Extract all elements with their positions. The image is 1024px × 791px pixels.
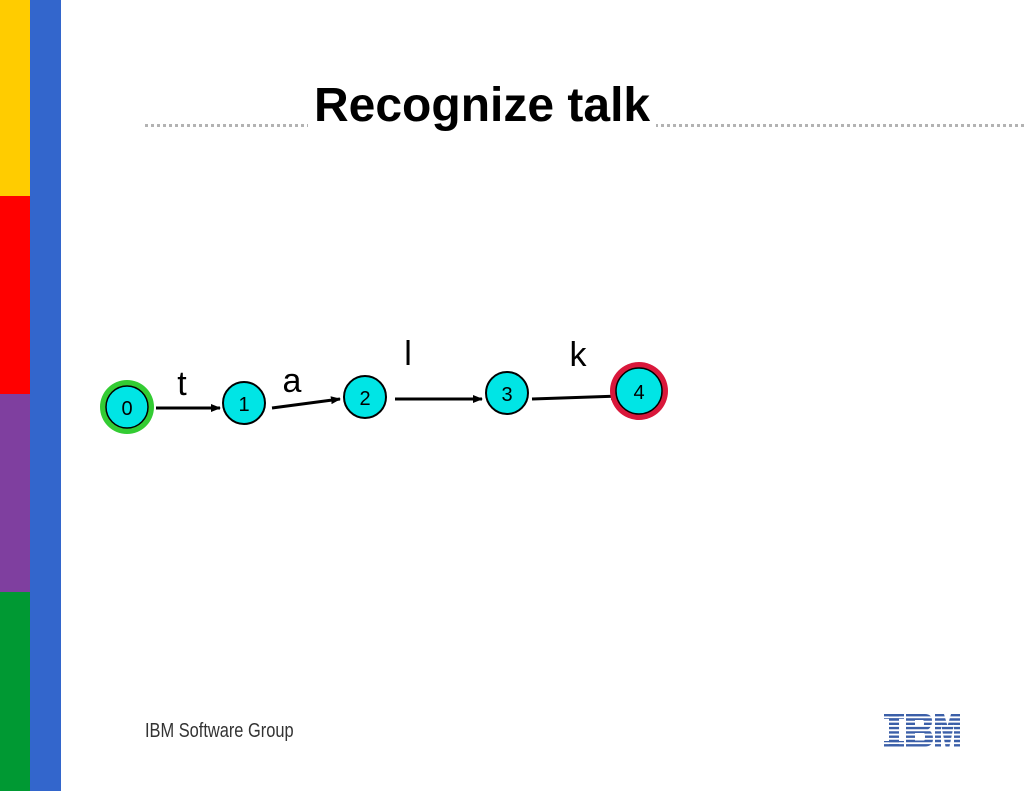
edge-3-4 bbox=[531, 392, 621, 401]
edge-label-l: l bbox=[404, 335, 412, 373]
node-label: 1 bbox=[238, 394, 249, 416]
node-label: 4 bbox=[633, 382, 644, 404]
node-0-start: 0 bbox=[100, 380, 154, 434]
stripe-purple bbox=[0, 394, 30, 592]
node-label: 2 bbox=[359, 388, 370, 410]
stripe-green bbox=[0, 592, 30, 791]
node-4-final: 4 bbox=[610, 362, 668, 420]
edge-label-t: t bbox=[177, 365, 187, 403]
stripe-red bbox=[0, 196, 30, 394]
node-2: 2 bbox=[343, 375, 387, 419]
edge-label-k: k bbox=[570, 336, 588, 374]
edge-1-2 bbox=[271, 396, 341, 410]
stripe-blue bbox=[30, 0, 61, 791]
ibm-logo bbox=[884, 714, 960, 747]
edge-label-a: a bbox=[283, 362, 302, 400]
node-label: 0 bbox=[121, 398, 132, 420]
node-1: 1 bbox=[222, 381, 266, 425]
stripe-yellow bbox=[0, 0, 30, 196]
footer-group-name: IBM Software Group bbox=[145, 720, 294, 742]
node-label: 3 bbox=[501, 384, 512, 406]
node-3: 3 bbox=[485, 371, 529, 415]
slide-title: Recognize talk bbox=[308, 76, 657, 136]
